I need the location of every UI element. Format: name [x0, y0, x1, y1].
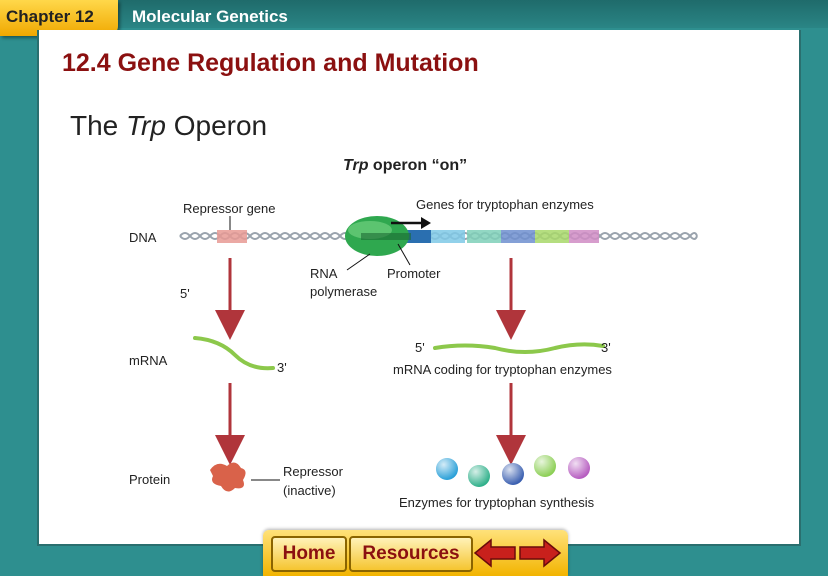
rna-polymerase [345, 216, 411, 256]
three-prime-left-label: 3' [277, 360, 287, 375]
header-bar [0, 0, 828, 28]
inactive-label: (inactive) [283, 483, 336, 498]
polymerase-label: polymerase [310, 284, 377, 299]
slide-subtitle: The Trp Operon [70, 110, 267, 142]
back-arrow-icon[interactable] [473, 536, 517, 570]
gene-1-segment [431, 230, 465, 243]
promoter-label: Promoter [387, 266, 441, 281]
mrna-label: mRNA [129, 353, 168, 368]
subtitle-italic: Trp [126, 110, 166, 141]
forward-arrow-icon[interactable] [518, 536, 562, 570]
gene-4-segment [535, 230, 569, 243]
repressor-gene-segment [217, 230, 247, 243]
five-prime-right-label: 5' [415, 340, 425, 355]
home-button[interactable]: Home [271, 536, 347, 572]
chapter-label: Chapter 12 [6, 7, 94, 26]
three-prime-right-label: 3' [601, 340, 611, 355]
section-heading: 12.4 Gene Regulation and Mutation [62, 49, 479, 77]
enzymes-group [436, 455, 590, 487]
repressor-mrna [193, 336, 275, 371]
gene-5-segment [569, 230, 599, 243]
diagram-title-rest: operon “on” [368, 157, 467, 174]
enzymes-label: Enzymes for tryptophan synthesis [399, 495, 595, 510]
slide-content [37, 30, 801, 546]
repressor-protein [210, 462, 246, 492]
mrna-coding-label: mRNA coding for tryptophan enzymes [393, 362, 612, 377]
resources-button[interactable]: Resources [349, 536, 473, 572]
subtitle-post: Operon [165, 110, 268, 141]
genes-for-enzymes-label: Genes for tryptophan enzymes [416, 197, 594, 212]
five-prime-left-label: 5' [180, 286, 190, 301]
enzyme-mrna [433, 342, 605, 354]
bottom-nav-bar: Home Resources [263, 530, 568, 576]
protein-label: Protein [129, 472, 170, 487]
dna-label: DNA [129, 230, 157, 245]
gene-3-segment [501, 230, 535, 243]
gene-2-segment [467, 230, 501, 243]
chapter-title: Molecular Genetics [132, 7, 288, 26]
diagram-title: Trp operon “on” [343, 157, 467, 174]
rna-label: RNA [310, 266, 338, 281]
diagram-title-italic: Trp [343, 157, 369, 174]
repressor-gene-label: Repressor gene [183, 201, 276, 216]
trp-operon-diagram: Trp operon “on” Repressor gene Genes for… [129, 157, 698, 510]
repressor-label: Repressor [283, 464, 344, 479]
subtitle-pre: The [70, 110, 127, 141]
